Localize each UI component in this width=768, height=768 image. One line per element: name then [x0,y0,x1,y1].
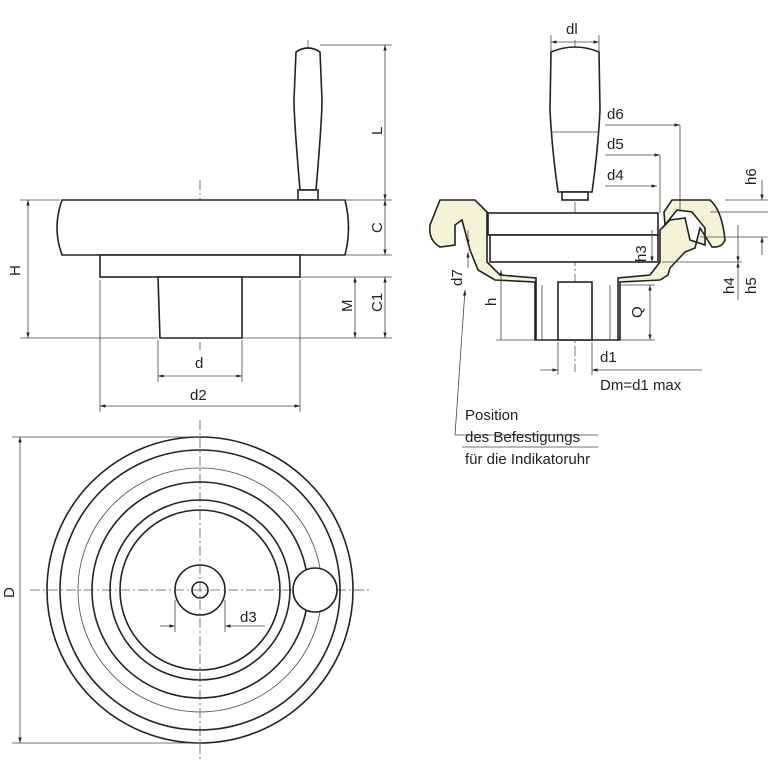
label-h: h [483,298,500,306]
label-d7: d7 [449,269,466,286]
label-M: M [339,300,356,313]
handle-knob [292,567,338,613]
label-d4: d4 [607,167,624,184]
label-C: C [369,222,386,233]
wheel-rim [56,199,350,256]
boss [157,276,243,339]
rim-section-left [428,199,726,341]
label-d5: d5 [607,136,624,153]
label-Dm: Dm=d1 max [600,377,682,394]
label-d1: d1 [600,349,617,366]
note-line-1: Position [465,407,518,424]
label-dl: dl [566,21,578,38]
hub [99,254,301,278]
side-view: L C C1 M H d d2 [7,40,392,412]
note-line-3: für die Indikatoruhr [465,451,590,468]
note-line-2: des Befestigungs [465,429,580,446]
crank-handle-section [549,46,601,193]
label-h5: h5 [743,277,760,294]
label-h6: h6 [743,168,760,185]
label-d: d [195,355,203,372]
label-L: L [369,127,386,135]
label-d6: d6 [607,106,624,123]
label-d3: d3 [240,609,257,626]
label-d2: d2 [190,387,207,404]
top-view: D d3 [1,420,370,760]
label-C1: C1 [369,293,386,312]
crank-handle [293,47,323,191]
label-h3: h3 [633,245,650,262]
label-h4: h4 [721,277,738,294]
label-Q: Q [629,306,646,318]
label-H: H [7,265,24,276]
label-D: D [1,587,18,598]
section-view: dl d6 d5 d4 h6 h3 h4 h5 d7 h Q d1 Dm=d1 … [428,21,768,468]
